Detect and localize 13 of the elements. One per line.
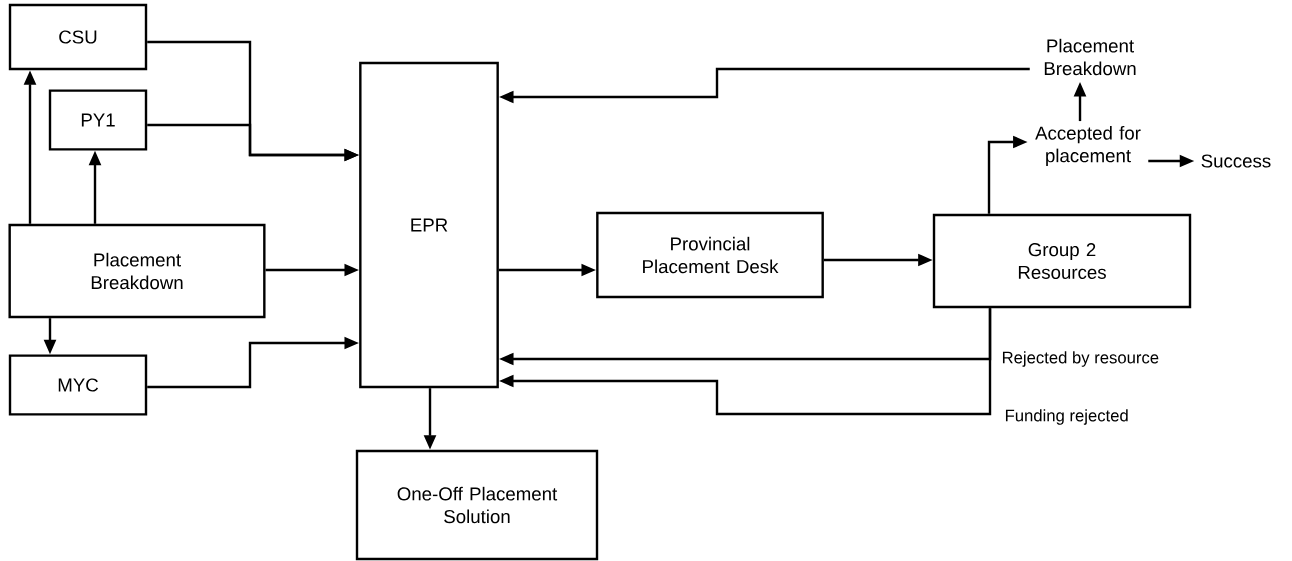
edge-label: Funding rejected (1003, 407, 1131, 427)
process-box: Group 2 Resources (932, 213, 1192, 309)
process-box: Provincial Placement Desk (596, 211, 824, 299)
process-box: One-Off Placement Solution (355, 449, 599, 561)
flow-text: Accepted for placement (1035, 125, 1141, 167)
flow-text: Placement Breakdown (1044, 38, 1136, 76)
process-box: MYC (8, 354, 148, 416)
process-box: PY1 (48, 89, 148, 151)
edge-label: Rejected by resource (1000, 349, 1161, 369)
flow-text: Success (1201, 154, 1271, 168)
process-box: CSU (8, 3, 148, 71)
process-box: EPR (359, 61, 499, 389)
process-box: Placement Breakdown (8, 223, 266, 319)
